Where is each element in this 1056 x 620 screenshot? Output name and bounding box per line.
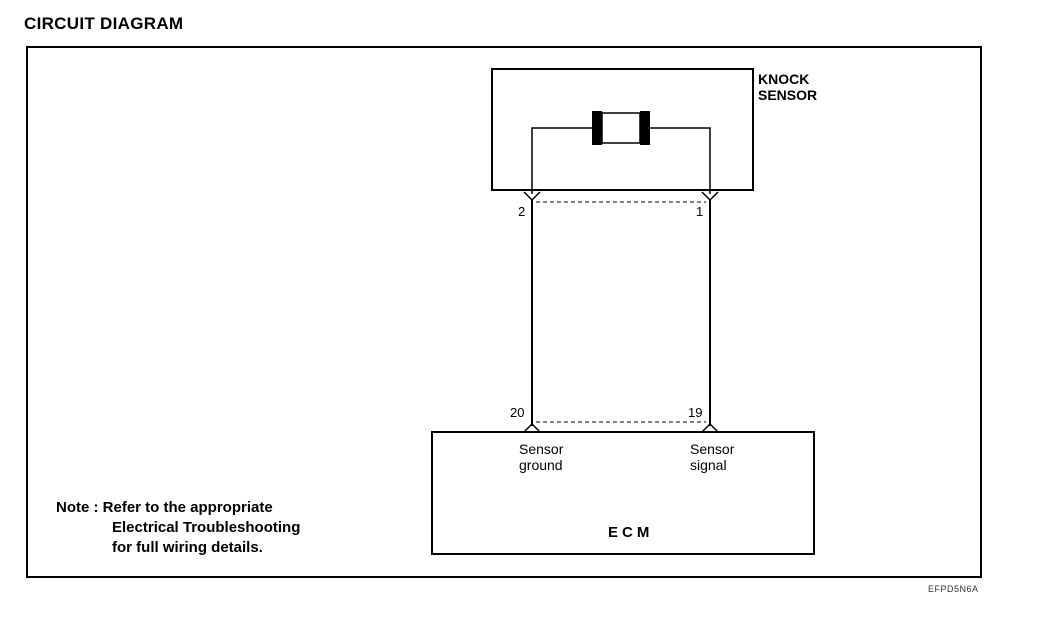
diagram-frame (26, 46, 982, 578)
sensor-pin-2: 2 (518, 204, 526, 219)
sensor-ground-label: Sensor ground (519, 441, 564, 473)
reference-code: EFPD5N6A (928, 584, 979, 594)
page-title: CIRCUIT DIAGRAM (24, 14, 184, 33)
ecm-connector-terminal-right (701, 422, 719, 433)
sensor-signal-label: Sensor signal (690, 441, 735, 473)
ecm-pin-19: 19 (688, 405, 703, 420)
sensor-internal-wire-right (650, 127, 711, 194)
ecm-connector-terminal-left (523, 422, 541, 433)
ecm-box (431, 431, 815, 555)
sensor-internal-wire (531, 127, 594, 194)
sensor-pin-1: 1 (696, 204, 704, 219)
knock-sensor-label: KNOCK SENSOR (758, 71, 818, 103)
wiring-note: Note : Refer to the appropriate Electric… (56, 499, 301, 556)
piezo-element-icon (592, 111, 650, 145)
ecm-pin-20: 20 (510, 405, 525, 420)
ecm-label: ECM (608, 524, 654, 541)
